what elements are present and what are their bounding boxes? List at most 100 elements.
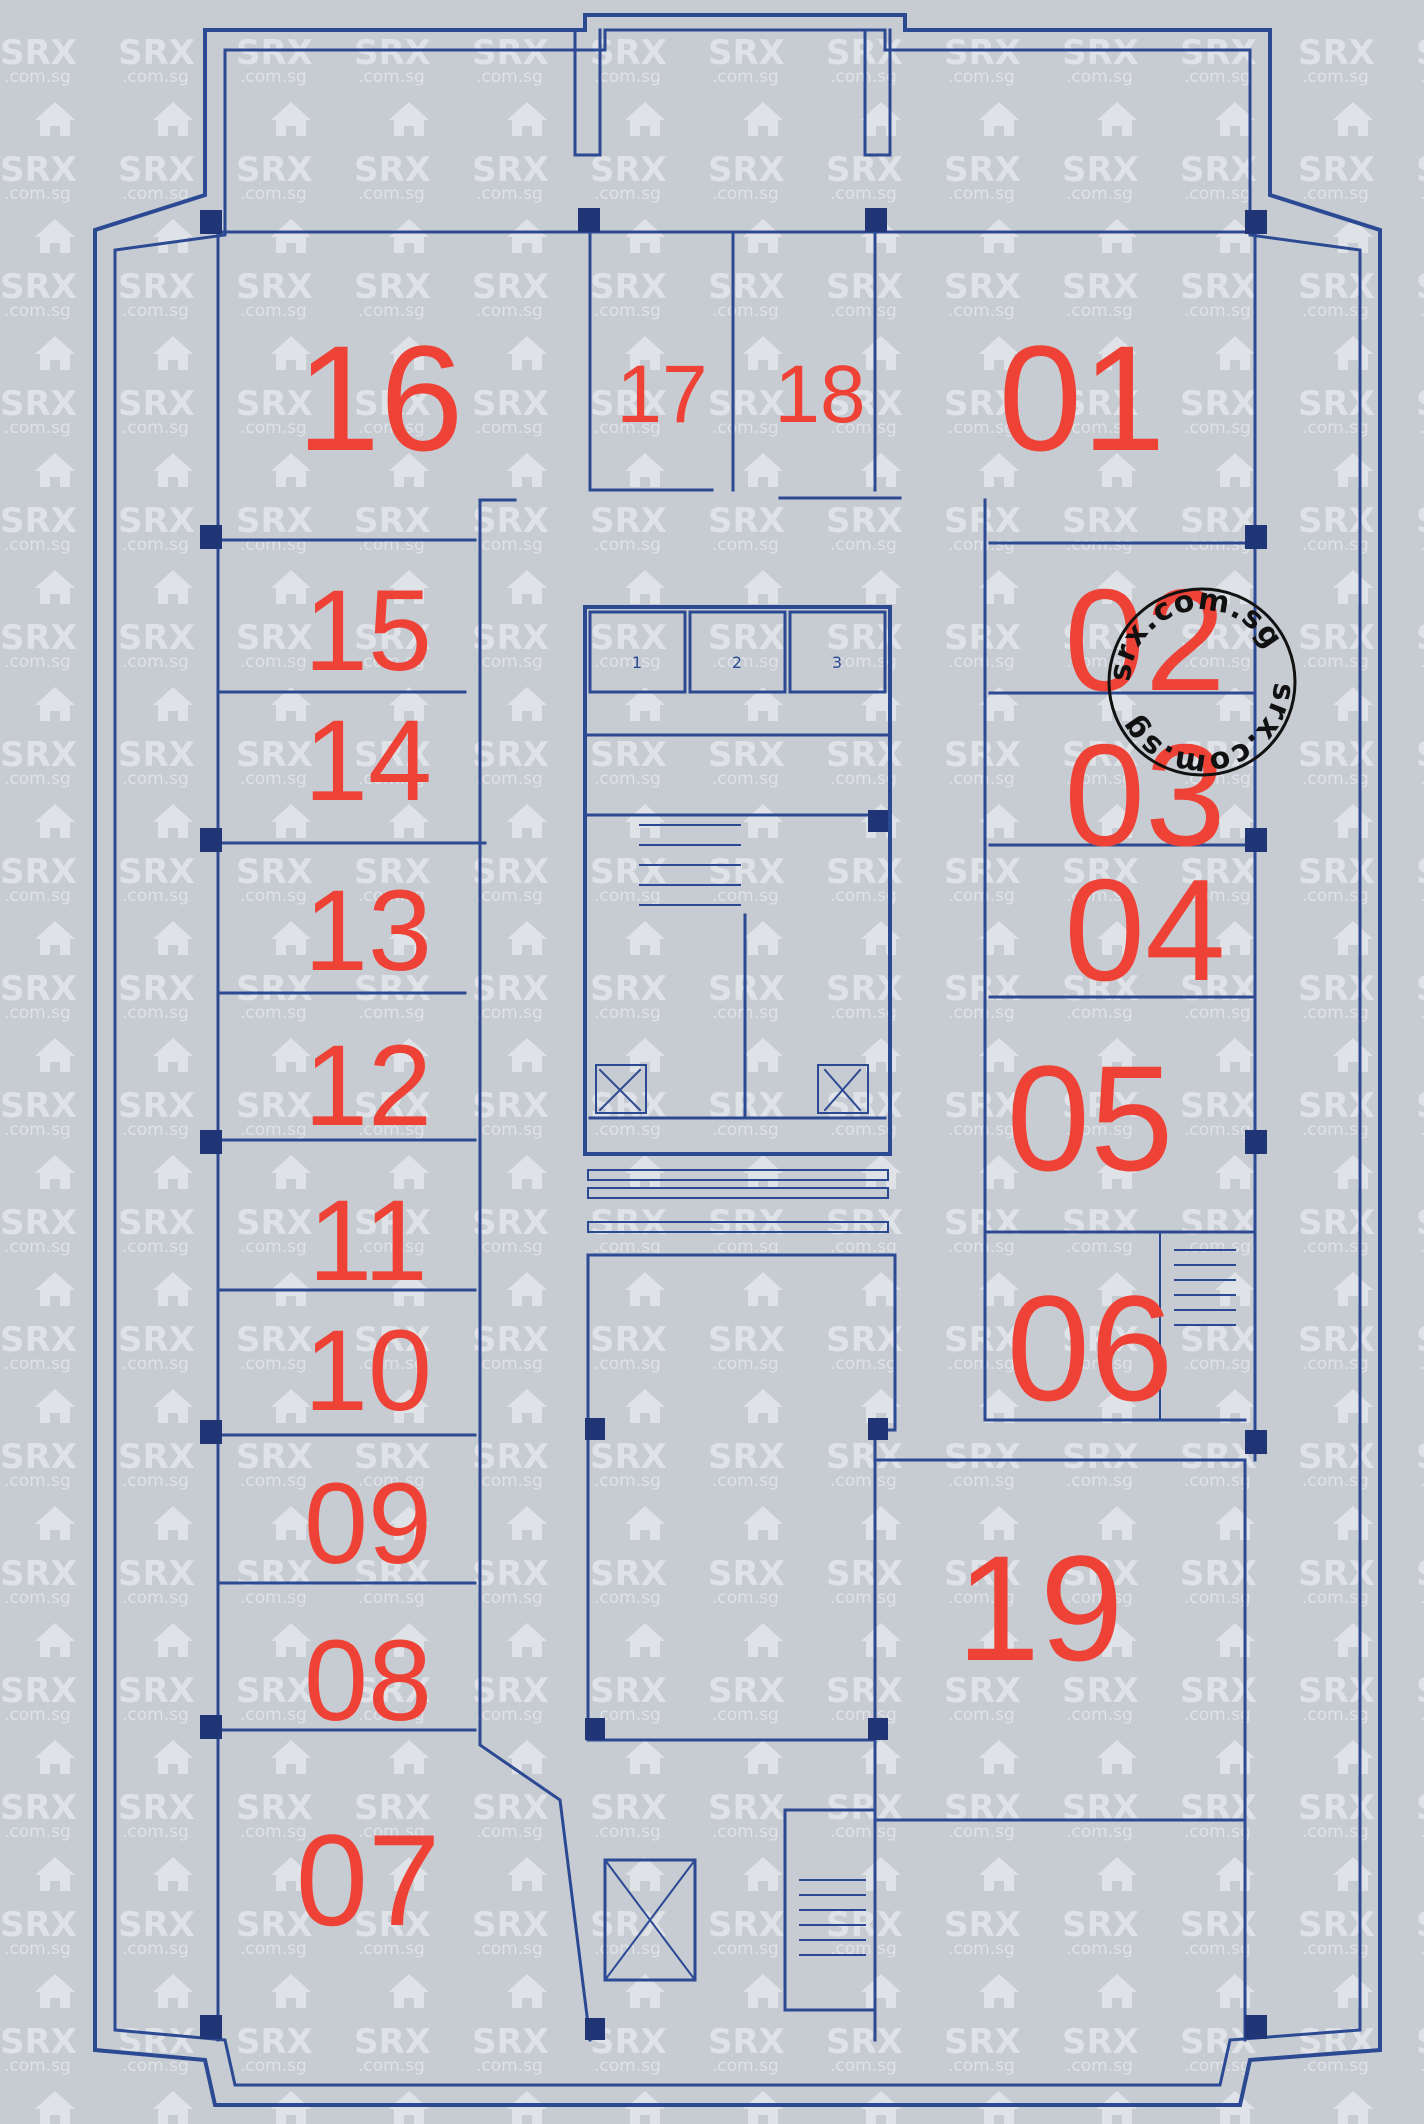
watermark-domain: .com.sg — [4, 2056, 71, 2076]
watermark-domain: .com.sg — [240, 1120, 307, 1140]
watermark-brand: SRX — [118, 1203, 195, 1243]
watermark-tile: SRX.com.sg — [1062, 1203, 1139, 1306]
watermark-domain: .com.sg — [1184, 301, 1251, 321]
watermark-tile: SRX.com.sg — [1062, 150, 1139, 253]
watermark-brand: SRX — [590, 618, 667, 658]
watermark-domain: .com.sg — [1420, 1237, 1424, 1257]
watermark-domain: .com.sg — [1302, 1588, 1369, 1608]
watermark-brand: SRX — [1416, 1905, 1424, 1945]
watermark-tile: SRX.com.sg — [1062, 1554, 1139, 1657]
watermark-brand: SRX — [708, 1671, 785, 1711]
watermark-domain: .com.sg — [594, 1588, 661, 1608]
watermark-domain: .com.sg — [948, 2056, 1015, 2076]
house-icon — [1097, 102, 1137, 136]
house-icon — [1215, 921, 1255, 955]
watermark-brand: SRX — [118, 852, 195, 892]
watermark-domain: .com.sg — [712, 2056, 779, 2076]
watermark-brand: SRX — [472, 1554, 549, 1594]
watermark-tile: SRX.com.sg — [708, 2022, 785, 2124]
house-icon — [1097, 336, 1137, 370]
house-icon — [271, 453, 311, 487]
watermark-tile: SRX.com.sg — [236, 1905, 313, 2008]
watermark-brand: SRX — [236, 735, 313, 775]
watermark-brand: SRX — [236, 1554, 313, 1594]
house-icon — [271, 687, 311, 721]
watermark-domain: .com.sg — [476, 1588, 543, 1608]
watermark-tile: SRX.com.sg — [472, 969, 549, 1072]
watermark-domain: .com.sg — [1184, 1354, 1251, 1374]
house-icon — [979, 1506, 1019, 1540]
watermark-tile: SRX.com.sg — [118, 1203, 195, 1306]
watermark-brand: SRX — [708, 1437, 785, 1477]
watermark-tile: SRX.com.sg — [472, 1320, 549, 1423]
watermark-tile: SRX.com.sg — [0, 852, 77, 955]
house-icon — [507, 1389, 547, 1423]
lift-shaft-2 — [688, 610, 787, 694]
watermark-tile: SRX.com.sg — [472, 1203, 549, 1306]
unit-label-07: 07 — [296, 1807, 441, 1953]
house-icon — [153, 1857, 193, 1891]
watermark-domain: .com.sg — [122, 1705, 189, 1725]
watermark-brand: SRX — [1416, 384, 1424, 424]
watermark-tile: SRX.com.sg — [826, 384, 903, 487]
watermark-domain: .com.sg — [1066, 652, 1133, 672]
watermark-brand: SRX — [0, 969, 77, 1009]
watermark-tile: SRX.com.sg — [0, 2022, 77, 2124]
watermark-domain: .com.sg — [4, 301, 71, 321]
house-icon — [507, 1857, 547, 1891]
watermark-domain: .com.sg — [240, 184, 307, 204]
watermark-domain: .com.sg — [122, 1588, 189, 1608]
watermark-brand: SRX — [354, 1554, 431, 1594]
unit-label-01: 01 — [999, 314, 1166, 482]
watermark-tile: SRX.com.sg — [1416, 1554, 1424, 1608]
house-icon — [35, 1857, 75, 1891]
watermark-tile: SRX.com.sg — [0, 1905, 77, 2008]
house-icon — [979, 336, 1019, 370]
watermark-brand: SRX — [0, 1203, 77, 1243]
watermark-tile: SRX.com.sg — [1416, 1905, 1424, 1959]
watermark-tile: SRX.com.sg — [0, 1671, 77, 1774]
watermark-domain: .com.sg — [712, 418, 779, 438]
watermark-brand: SRX — [236, 852, 313, 892]
house-icon — [979, 804, 1019, 838]
watermark-tile: SRX.com.sg — [0, 1788, 77, 1891]
watermark-domain: .com.sg — [830, 1588, 897, 1608]
watermark-domain: .com.sg — [240, 2056, 307, 2076]
house-icon — [507, 570, 547, 604]
watermark-tile: SRX.com.sg — [944, 735, 1021, 838]
watermark-brand: SRX — [472, 852, 549, 892]
house-icon — [743, 921, 783, 955]
watermark-tile: SRX.com.sg — [236, 267, 313, 370]
watermark-tile: SRX.com.sg — [1180, 1203, 1257, 1306]
watermark-tile: SRX.com.sg — [1416, 1086, 1424, 1140]
watermark-brand: SRX — [826, 1671, 903, 1711]
watermark-brand: SRX — [472, 735, 549, 775]
unit-label-14: 14 — [304, 697, 432, 825]
house-icon — [743, 1389, 783, 1423]
watermark-tile: SRX.com.sg — [1062, 1905, 1139, 2008]
watermark-brand: SRX — [708, 150, 785, 190]
house-icon — [743, 1857, 783, 1891]
watermark-brand: SRX — [0, 2022, 77, 2062]
watermark-domain: .com.sg — [948, 67, 1015, 87]
house-icon — [507, 1272, 547, 1306]
watermark-domain: .com.sg — [1302, 1354, 1369, 1374]
watermark-tile: SRX.com.sg — [1062, 618, 1139, 721]
house-icon — [271, 1623, 311, 1657]
watermark-brand: SRX — [1298, 384, 1375, 424]
watermark-tile: SRX.com.sg — [1298, 1554, 1375, 1657]
watermark-brand: SRX — [354, 1437, 431, 1477]
watermark-brand: SRX — [236, 618, 313, 658]
watermark-brand: SRX — [354, 2022, 431, 2062]
watermark-domain: .com.sg — [712, 301, 779, 321]
watermark-domain: .com.sg — [476, 1939, 543, 1959]
watermark-domain: .com.sg — [1066, 301, 1133, 321]
house-icon — [35, 1974, 75, 2008]
watermark-domain: .com.sg — [594, 1822, 661, 1842]
watermark-tile: SRX.com.sg — [590, 33, 667, 136]
watermark-brand: SRX — [0, 1437, 77, 1477]
watermark-domain: .com.sg — [122, 1237, 189, 1257]
watermark-domain: .com.sg — [1420, 1705, 1424, 1725]
watermark-brand: SRX — [354, 384, 431, 424]
unit-label-02: 02 — [1064, 559, 1225, 721]
